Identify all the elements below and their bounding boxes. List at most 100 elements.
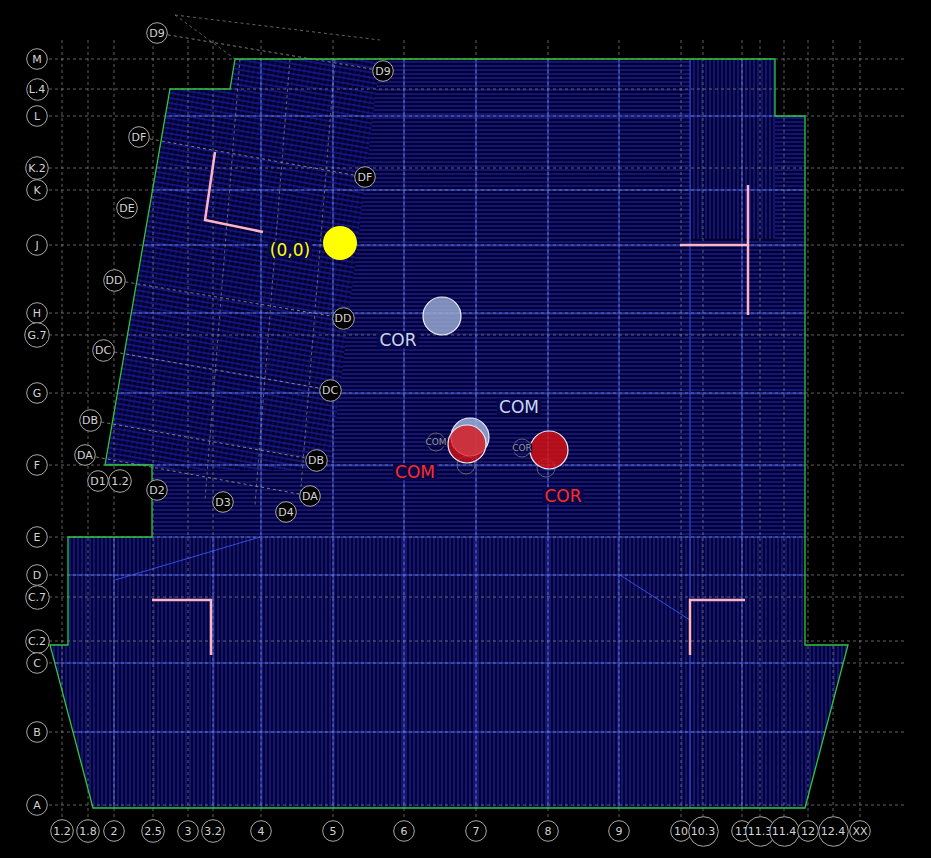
grid-label: DF bbox=[132, 132, 147, 143]
marker-label: COM bbox=[393, 464, 437, 481]
grid-bubble: D1 bbox=[87, 470, 109, 492]
grid-label: 5 bbox=[330, 826, 337, 837]
grid-label: F bbox=[34, 460, 40, 471]
diagonal-grid-line bbox=[114, 352, 318, 388]
grid-bubble: D bbox=[26, 564, 48, 586]
grid-label: DD bbox=[106, 275, 123, 286]
grid-bubble: DA bbox=[74, 444, 96, 466]
grid-label: D1 bbox=[90, 476, 105, 487]
diagonal-grid-line bbox=[96, 457, 299, 494]
grid-label: 4 bbox=[258, 826, 265, 837]
grid-label: 8 bbox=[545, 826, 552, 837]
marker-label: (0,0) bbox=[268, 242, 312, 259]
grid-bubble: DD bbox=[332, 307, 355, 330]
grid-label: G bbox=[33, 388, 42, 399]
grid-label: 7 bbox=[473, 826, 480, 837]
grid-label: 12.4 bbox=[821, 826, 846, 837]
grid-bubble: D2 bbox=[146, 479, 168, 501]
shear-walls bbox=[152, 152, 748, 655]
grid-bubble: DF bbox=[128, 126, 150, 148]
grid-label: A bbox=[33, 800, 41, 811]
grid-label: D3 bbox=[215, 497, 230, 508]
grid-bubble: DA bbox=[299, 485, 321, 507]
grid-bubble: E bbox=[26, 526, 48, 548]
grid-bubble: D9 bbox=[372, 60, 394, 82]
center-marker: (0,0) bbox=[322, 225, 358, 261]
grid-bubble: K bbox=[26, 179, 48, 201]
grid-label: H bbox=[33, 308, 41, 319]
grid-label: 12 bbox=[801, 826, 815, 837]
grid-bubble: 1.2 bbox=[108, 469, 132, 493]
grid-label: 11.3 bbox=[748, 826, 773, 837]
grid-label: 2 bbox=[111, 826, 118, 837]
grid-label: D9 bbox=[375, 66, 390, 77]
grid-bubble: D9 bbox=[146, 22, 168, 44]
grid-label: D9 bbox=[149, 28, 164, 39]
grid-bubble: M bbox=[26, 48, 48, 70]
grid-bubble: 7 bbox=[465, 820, 487, 842]
grid-label: DB bbox=[82, 415, 98, 426]
grid-bubble: 5 bbox=[322, 820, 344, 842]
grid-bubble: DF bbox=[354, 166, 376, 188]
grid-bubble: L.4 bbox=[26, 78, 49, 101]
grid-bubble: 6 bbox=[393, 820, 415, 842]
grid-label: 10.3 bbox=[691, 826, 716, 837]
grid-bubble: C bbox=[26, 652, 48, 674]
grid-bubble: DC bbox=[92, 339, 115, 362]
grid-label: D bbox=[33, 570, 41, 581]
grid-bubble: 12.4 bbox=[818, 816, 849, 847]
grid-bubble: D4 bbox=[275, 501, 297, 523]
grid-bubble: 1.2 bbox=[50, 819, 74, 843]
grid-label: D2 bbox=[149, 485, 164, 496]
marker-circle bbox=[447, 424, 487, 464]
grid-label: 2.5 bbox=[144, 826, 162, 837]
grid-bubble: 1.8 bbox=[76, 819, 100, 843]
grid-label: 1.8 bbox=[79, 826, 97, 837]
grid-bubble: 4 bbox=[250, 820, 272, 842]
marker-label: COR bbox=[542, 488, 583, 505]
grid-bubble: C.2 bbox=[25, 629, 50, 654]
grid-label: L.4 bbox=[29, 84, 46, 95]
grid-label: C.2 bbox=[28, 636, 46, 647]
grid-label: D4 bbox=[278, 507, 293, 518]
marker-circle bbox=[529, 430, 569, 470]
grid-label: DC bbox=[322, 385, 338, 396]
grid-label: DA bbox=[77, 450, 93, 461]
grid-label: 6 bbox=[401, 826, 408, 837]
marker-label: COR bbox=[377, 332, 418, 349]
grid-bubble: K.2 bbox=[25, 156, 49, 180]
grid-lines bbox=[49, 15, 905, 819]
diagonal-grid-line bbox=[101, 422, 304, 458]
grid-label: 1.2 bbox=[53, 826, 71, 837]
grid-bubble: B bbox=[26, 721, 48, 743]
grid-bubble: XX bbox=[849, 820, 871, 842]
grid-bubble: DD bbox=[103, 269, 126, 292]
grid-label: DF bbox=[358, 172, 373, 183]
grid-bubble: DE bbox=[116, 197, 138, 219]
grid-label: DA bbox=[302, 491, 318, 502]
grid-bubble: 3 bbox=[177, 820, 199, 842]
center-marker: COR bbox=[529, 430, 569, 470]
grid-label: G.7 bbox=[27, 330, 46, 341]
grid-label: K bbox=[33, 185, 40, 196]
grid-bubble: 9 bbox=[608, 820, 630, 842]
grid-bubble: 8 bbox=[537, 820, 559, 842]
grid-bubble: D3 bbox=[212, 491, 234, 513]
grid-bubble: G bbox=[26, 382, 48, 404]
grid-label: L bbox=[34, 111, 40, 122]
grid-bubble: 10.3 bbox=[688, 816, 719, 847]
grid-label: 3.2 bbox=[204, 826, 222, 837]
center-marker: COR bbox=[422, 296, 462, 336]
grid-label: 3 bbox=[185, 826, 192, 837]
grid-label: 1.2 bbox=[111, 476, 129, 487]
diagonal-grid-line bbox=[168, 35, 372, 69]
grid-label: 11.4 bbox=[772, 826, 797, 837]
grid-bubble: H bbox=[26, 302, 48, 324]
slab-outline bbox=[50, 59, 848, 808]
grid-bubble: 12 bbox=[797, 820, 819, 842]
grid-label: C bbox=[33, 658, 41, 669]
grid-label: DB bbox=[308, 455, 324, 466]
grid-bubble: DC bbox=[319, 379, 342, 402]
grid-label: DD bbox=[335, 313, 352, 324]
